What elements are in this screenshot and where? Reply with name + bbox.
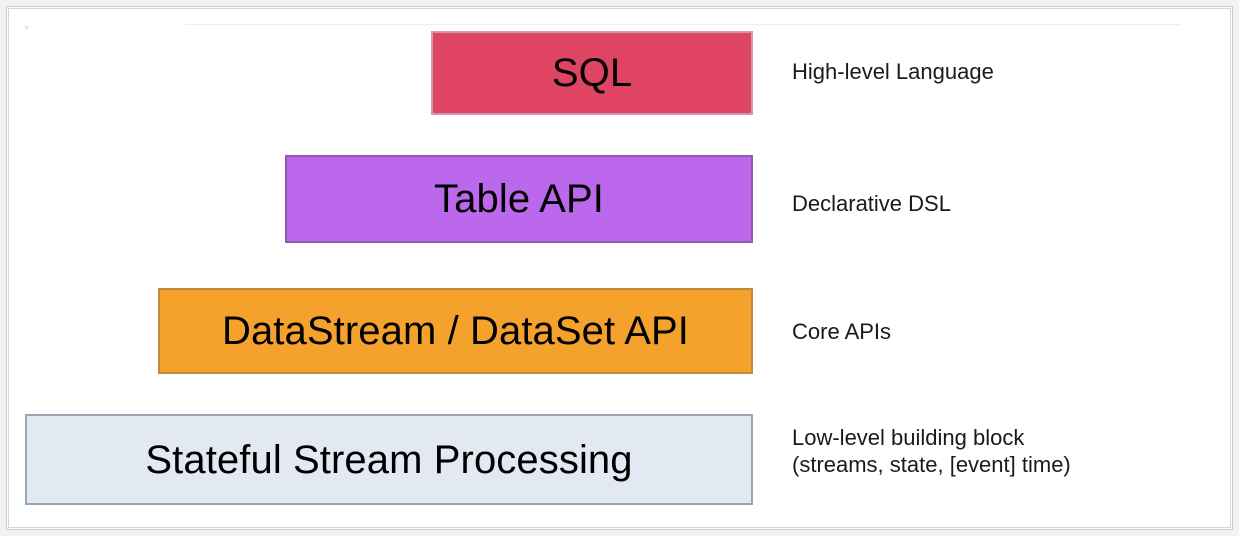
top-hairline-rule bbox=[185, 24, 1181, 25]
layer-note-table-api: Declarative DSL bbox=[792, 191, 951, 216]
layer-bar-stateful-stream-processing-label: Stateful Stream Processing bbox=[145, 437, 633, 482]
layer-note-stateful-stream-processing: Low-level building block (streams, state… bbox=[792, 425, 1071, 477]
layer-bar-table-api: Table API bbox=[285, 155, 753, 243]
layer-bar-datastream-dataset-api: DataStream / DataSet API bbox=[158, 288, 753, 374]
layer-bar-datastream-dataset-api-label: DataStream / DataSet API bbox=[221, 309, 690, 353]
artifact-speck bbox=[25, 26, 28, 29]
layer-bar-sql: SQL bbox=[431, 31, 753, 115]
layer-bar-stateful-stream-processing: Stateful Stream Processing bbox=[25, 414, 753, 505]
layer-bar-sql-label: SQL bbox=[551, 51, 633, 95]
layer-bar-table-api-label: Table API bbox=[434, 177, 604, 221]
layer-note-datastream-dataset-api: Core APIs bbox=[792, 319, 892, 344]
layer-note-sql: High-level Language bbox=[792, 59, 994, 84]
